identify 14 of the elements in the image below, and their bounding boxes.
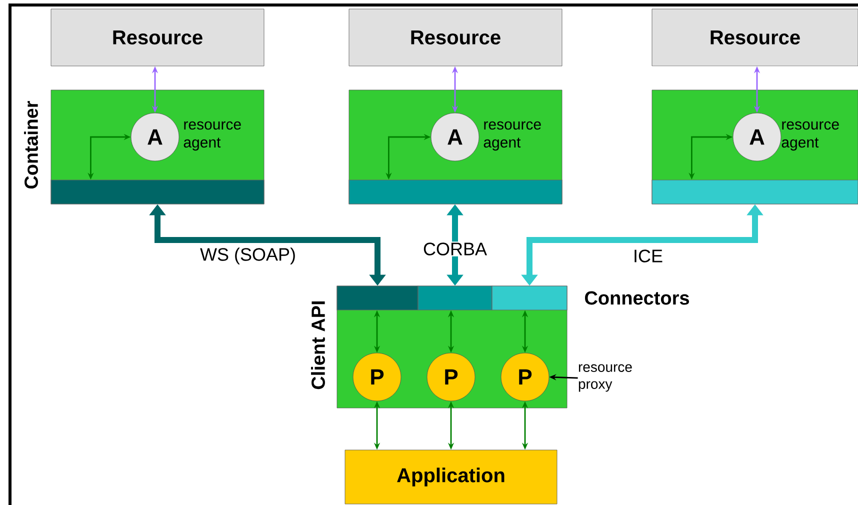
resource-box: Resource — [652, 8, 858, 66]
agent-label: resource agent — [782, 121, 839, 151]
edge-label: CORBA — [422, 242, 488, 256]
rotated-label: Client API — [311, 301, 325, 390]
edge-label: ICE — [634, 250, 662, 262]
agent-label: resource agent — [184, 121, 241, 151]
rotated-label: Container — [24, 100, 38, 189]
annotation-text: resource proxy — [578, 364, 632, 392]
application-box: Application — [344, 450, 558, 504]
agent-label: resource agent — [484, 121, 541, 151]
resource-box: Resource — [348, 8, 562, 66]
resource-box: Resource — [50, 8, 264, 66]
connectors-label: Connectors — [585, 291, 689, 305]
edge-label: WS (SOAP) — [200, 248, 295, 264]
